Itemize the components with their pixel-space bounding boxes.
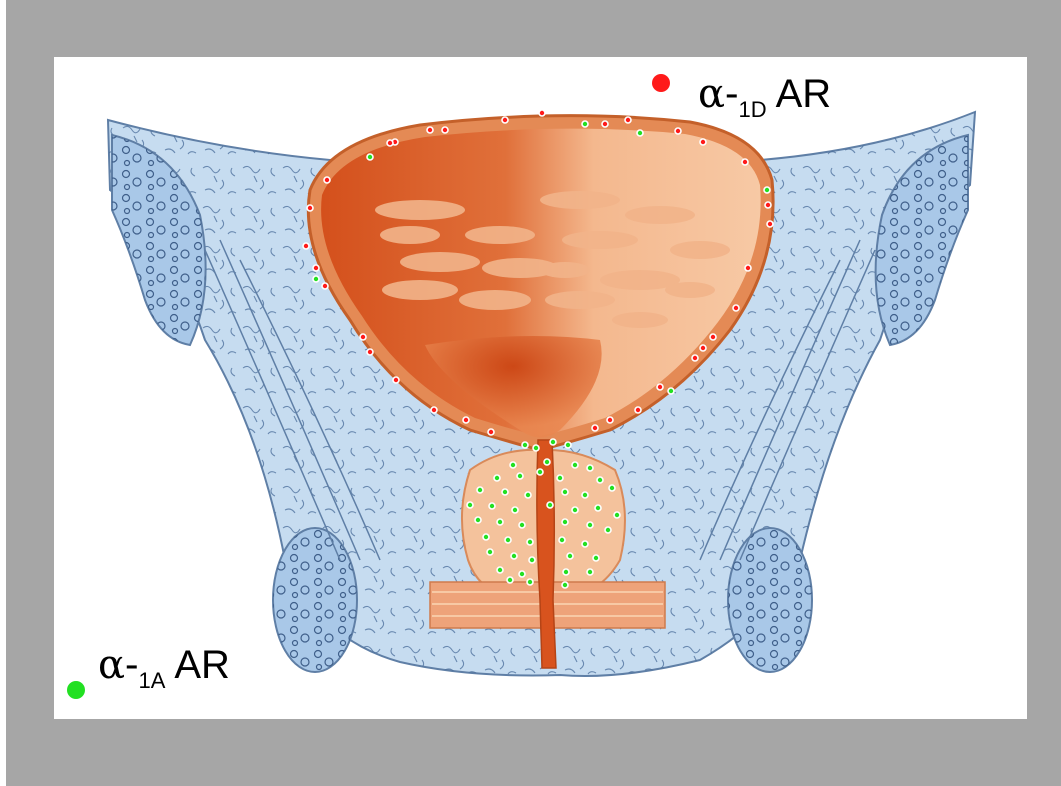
alpha-1a-receptor-dot (668, 388, 674, 394)
alpha-1d-receptor-dot (488, 429, 494, 435)
alpha-1a-receptor-dot (522, 442, 528, 448)
alpha-1d-receptor-dot (625, 117, 631, 123)
alpha-1d-receptor-dot (700, 345, 706, 351)
alpha-1a-receptor-dot (467, 502, 473, 508)
alpha-1a-receptor-dot (593, 555, 599, 561)
alpha-1d-receptor-dot (592, 425, 598, 431)
alpha-1a-receptor-dot (605, 527, 611, 533)
alpha-1a-receptor-dot (587, 569, 593, 575)
alpha-1a-receptor-dot (587, 465, 593, 471)
alpha-1d-receptor-dot (463, 417, 469, 423)
alpha-1d-receptor-dot (393, 377, 399, 383)
alpha-1d-receptor-dot (360, 334, 366, 340)
alpha-1a-receptor-dot (562, 489, 568, 495)
alpha-1a-receptor-dot (562, 582, 568, 588)
alpha-1a-receptor-dot (567, 553, 573, 559)
alpha-1a-receptor-dot (525, 492, 531, 498)
alpha-1a-symbol: α- (98, 642, 139, 688)
alpha-1a-receptor-dot (487, 549, 493, 555)
alpha-1a-receptor-dot (475, 517, 481, 523)
alpha-1a-receptor-dot (529, 557, 535, 563)
alpha-1a-receptor-dot (637, 130, 643, 136)
alpha-1a-receptor-dot (537, 469, 543, 475)
alpha-1a-receptor-dot (519, 522, 525, 528)
alpha-1a-receptor-dot (582, 541, 588, 547)
alpha-1d-suffix: AR (767, 72, 831, 116)
alpha-1a-receptor-dot (562, 519, 568, 525)
alpha-1d-receptor-dot (675, 128, 681, 134)
alpha-1d-receptor-dot (427, 127, 433, 133)
alpha-1d-receptor-dot (710, 334, 716, 340)
alpha-1d-receptor-dot (767, 221, 773, 227)
alpha-1d-subscript: 1D (739, 97, 767, 122)
alpha-1a-receptor-dot (512, 507, 518, 513)
alpha-1a-receptor-dot (572, 462, 578, 468)
alpha-1a-receptor-dot (582, 121, 588, 127)
alpha-1a-receptor-dot (511, 553, 517, 559)
alpha-1a-receptor-dot (572, 507, 578, 513)
alpha-1d-receptor-dot (367, 349, 373, 355)
alpha-1a-receptor-dot (483, 534, 489, 540)
alpha-1a-receptor-dot (507, 577, 513, 583)
alpha-1a-receptor-dot (565, 442, 571, 448)
alpha-1d-receptor-dot (635, 407, 641, 413)
alpha-1d-receptor-dot (313, 265, 319, 271)
alpha-1a-subscript: 1A (139, 668, 166, 693)
alpha-1a-receptor-dot (557, 475, 563, 481)
alpha-1a-receptor-dot (563, 569, 569, 575)
alpha-1a-receptor-dot (597, 477, 603, 483)
alpha-1a-receptor-dot (595, 505, 601, 511)
alpha-1a-receptor-dot (527, 539, 533, 545)
alpha-1a-receptor-dot (764, 187, 770, 193)
alpha-1a-receptor-dot (494, 475, 500, 481)
alpha-1d-receptor-dot (602, 121, 608, 127)
alpha-1a-receptor-dot (609, 485, 615, 491)
alpha-1d-receptor-dot (607, 417, 613, 423)
alpha-1d-receptor-dot (322, 283, 328, 289)
alpha-1d-receptor-dot (324, 177, 330, 183)
alpha-1a-receptor-dot (519, 571, 525, 577)
alpha-1a-receptor-dot (497, 567, 503, 573)
alpha-1a-receptor-dot (614, 512, 620, 518)
alpha-1a-receptor-dot (497, 519, 503, 525)
alpha-1a-receptor-dot (547, 502, 553, 508)
alpha-1d-symbol: α- (698, 71, 739, 117)
alpha-1a-receptor-dot (505, 537, 511, 543)
alpha-1a-receptor-dot (367, 154, 373, 160)
alpha-1d-receptor-dot (765, 202, 771, 208)
alpha-1d-receptor-dot (539, 110, 545, 116)
alpha-1a-receptor-dot (582, 492, 588, 498)
alpha-1d-receptor-dot (502, 117, 508, 123)
alpha-1a-receptor-dot (517, 473, 523, 479)
alpha-1d-receptor-dot (742, 159, 748, 165)
alpha-1a-receptor-dot (559, 537, 565, 543)
alpha-1a-receptor-dot (477, 487, 483, 493)
alpha-1a-suffix: AR (165, 643, 229, 687)
alpha-1d-legend-label: α-1D AR (698, 74, 831, 120)
alpha-1a-legend-dot (67, 681, 85, 699)
alpha-1d-receptor-dot (745, 265, 751, 271)
alpha-1a-legend-label: α-1A AR (98, 645, 230, 691)
alpha-1d-receptor-dot (303, 243, 309, 249)
alpha-1a-receptor-dot (544, 459, 550, 465)
alpha-1d-receptor-dot (692, 355, 698, 361)
alpha-1a-receptor-dot (510, 462, 516, 468)
alpha-1a-receptor-dot (550, 439, 556, 445)
alpha-1d-receptor-dot (431, 407, 437, 413)
alpha-1d-legend-dot (652, 74, 670, 92)
alpha-1d-receptor-dot (307, 205, 313, 211)
alpha-1a-receptor-dot (527, 579, 533, 585)
alpha-1a-receptor-dot (533, 445, 539, 451)
alpha-1d-receptor-dot (442, 127, 448, 133)
alpha-1d-receptor-dot (387, 140, 393, 146)
alpha-1a-receptor-dot (587, 522, 593, 528)
alpha-1a-receptor-dot (489, 503, 495, 509)
alpha-1d-receptor-dot (733, 305, 739, 311)
alpha-1d-receptor-dot (657, 384, 663, 390)
alpha-1d-receptor-dot (700, 139, 706, 145)
alpha-1a-receptor-dot (313, 276, 319, 282)
alpha-1a-receptor-dot (502, 489, 508, 495)
